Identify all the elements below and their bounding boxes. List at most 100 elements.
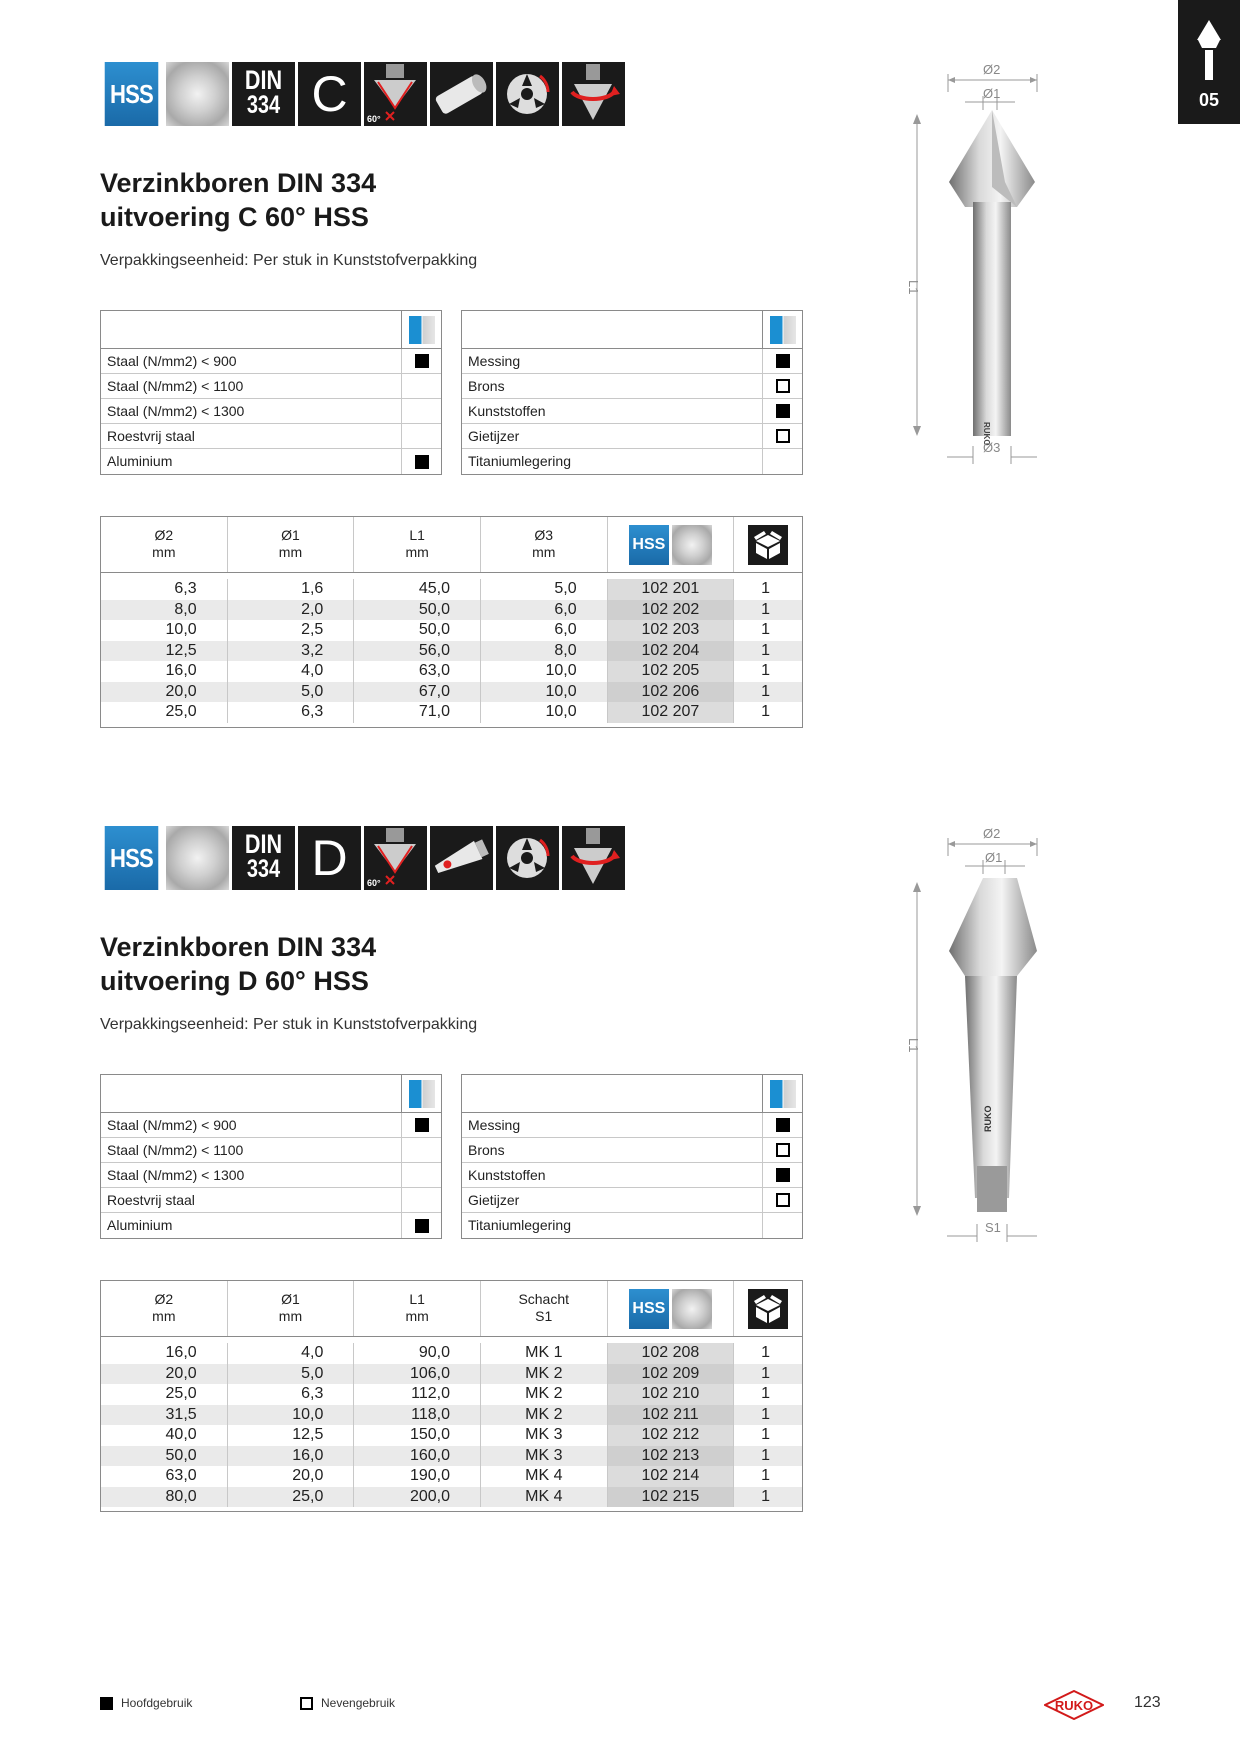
table-cell: 6,3 [228,702,355,723]
table-cell: MK 4 [481,1466,608,1487]
svg-text:RUKO: RUKO [983,1106,993,1133]
material-table-right: Messing Brons Kunststoffen Gietijzer Tit… [461,310,803,475]
variant-badge-icon: D [298,826,361,890]
quantity-cell: 1 [761,580,771,597]
table-cell: 4,0 [228,661,355,682]
table-cell: MK 3 [481,1425,608,1446]
table-cell: 150,0 [354,1425,482,1446]
hss-badge-icon: HSS [628,524,669,565]
table-cell: 56,0 [354,640,481,661]
main-use-marker [414,1118,429,1132]
table-cell: 190,0 [354,1466,482,1487]
material-row: Brons [462,1138,802,1163]
svg-text:RUKO: RUKO [1055,1698,1093,1713]
article-number-cell: 102 203 [607,620,735,641]
main-use-marker [414,1218,429,1233]
article-number-cell: 102 215 [607,1486,735,1507]
table-cell: 90,0 [354,1343,482,1364]
main-use-marker [775,354,790,368]
quantity-cell: 1 [761,682,771,700]
package-col-header [734,1281,802,1336]
legend-main-use: Hoofdgebruik [100,1696,192,1710]
article-number-cell: 102 207 [607,702,735,723]
three-flute-icon [496,62,559,126]
product-section-d: HSS DIN 334 D 60° [0,826,1240,1546]
countersink-angle-icon: 60° [364,62,427,126]
table-cell: 20,0 [228,1466,355,1487]
dim-s1-label: S1 [985,1220,1001,1235]
table-cell: MK 2 [481,1363,608,1384]
table-cell: 106,0 [354,1363,482,1384]
table-cell: MK 2 [481,1384,608,1405]
dim-d3-label: Ø3 [983,440,1000,455]
hss-badge-icon: HSS [628,1288,669,1329]
package-box-icon [748,1288,789,1329]
quantity-cell: 1 [761,600,771,618]
svg-text:RUKO: RUKO [982,422,991,446]
material-row: Messing [462,1113,802,1138]
table-cell: 160,0 [354,1445,482,1466]
packaging-note: Verpakkingseenheid: Per stuk in Kunststo… [100,1016,478,1033]
table-cell: 50,0 [354,620,481,641]
article-number-cell: 102 213 [607,1445,735,1466]
quantity-cell: 1 [761,1446,771,1464]
material-row: Titaniumlegering [462,449,802,474]
table-cell: MK 3 [481,1445,608,1466]
quantity-cell: 1 [761,1487,771,1505]
material-row: Staal (N/mm2) < 1300 [101,1163,441,1188]
countersink-drawing-c: Ø2 Ø1 L1 RUKO Ø3 [906,62,1038,464]
metal-texture-icon [671,1288,712,1329]
material-row: Roestvrij staal [101,424,441,449]
din-badge-icon: DIN 334 [232,826,295,890]
table-cell: 71,0 [354,702,481,723]
table-cell: 16,0 [228,1445,355,1466]
suitability-header-icon [401,311,441,348]
table-cell: 16,0 [101,1343,228,1364]
table-cell: 50,0 [101,1445,228,1466]
three-flute-icon [496,826,559,890]
table-cell: 2,5 [228,620,355,641]
product-title: Verzinkboren DIN 334 uitvoering D 60° HS… [100,932,377,996]
table-cell: 6,3 [228,1384,355,1405]
article-number-cell: 102 210 [607,1384,735,1405]
table-cell: 10,0 [481,681,608,702]
material-row: Staal (N/mm2) < 1100 [101,1138,441,1163]
dim-d2-label: Ø2 [983,826,1000,841]
countersink-bit-icon [1197,20,1221,80]
table-cell: 3,2 [228,640,355,661]
table-cell: 2,0 [228,599,355,620]
product-section-c: HSS DIN 334 C 60° [0,62,1240,742]
quantity-cell: 1 [761,1467,771,1484]
quantity-cell: 1 [761,1405,771,1423]
table-cell: 63,0 [354,661,481,682]
metal-texture-icon [671,524,712,565]
table-cell: 80,0 [101,1486,228,1507]
table-cell: MK 2 [481,1404,608,1425]
metal-texture-icon [166,826,229,890]
material-row: Staal (N/mm2) < 900 [101,1113,441,1138]
table-cell: 16,0 [101,661,228,682]
article-number-cell: 102 204 [607,640,735,661]
dim-d1-label: Ø1 [983,86,1000,101]
material-row: Gietijzer [462,424,802,449]
chapter-tab[interactable]: 05 [1178,0,1240,124]
article-number-cell: 102 208 [607,1343,735,1364]
table-cell: 10,0 [481,661,608,682]
material-row: Kunststoffen [462,1163,802,1188]
table-cell: 25,0 [228,1486,355,1507]
table-cell: 12,5 [228,1425,355,1446]
table-cell: 4,0 [228,1343,355,1364]
legend-secondary-use: Nevengebruik [300,1696,395,1710]
material-row: Staal (N/mm2) < 1100 [101,374,441,399]
